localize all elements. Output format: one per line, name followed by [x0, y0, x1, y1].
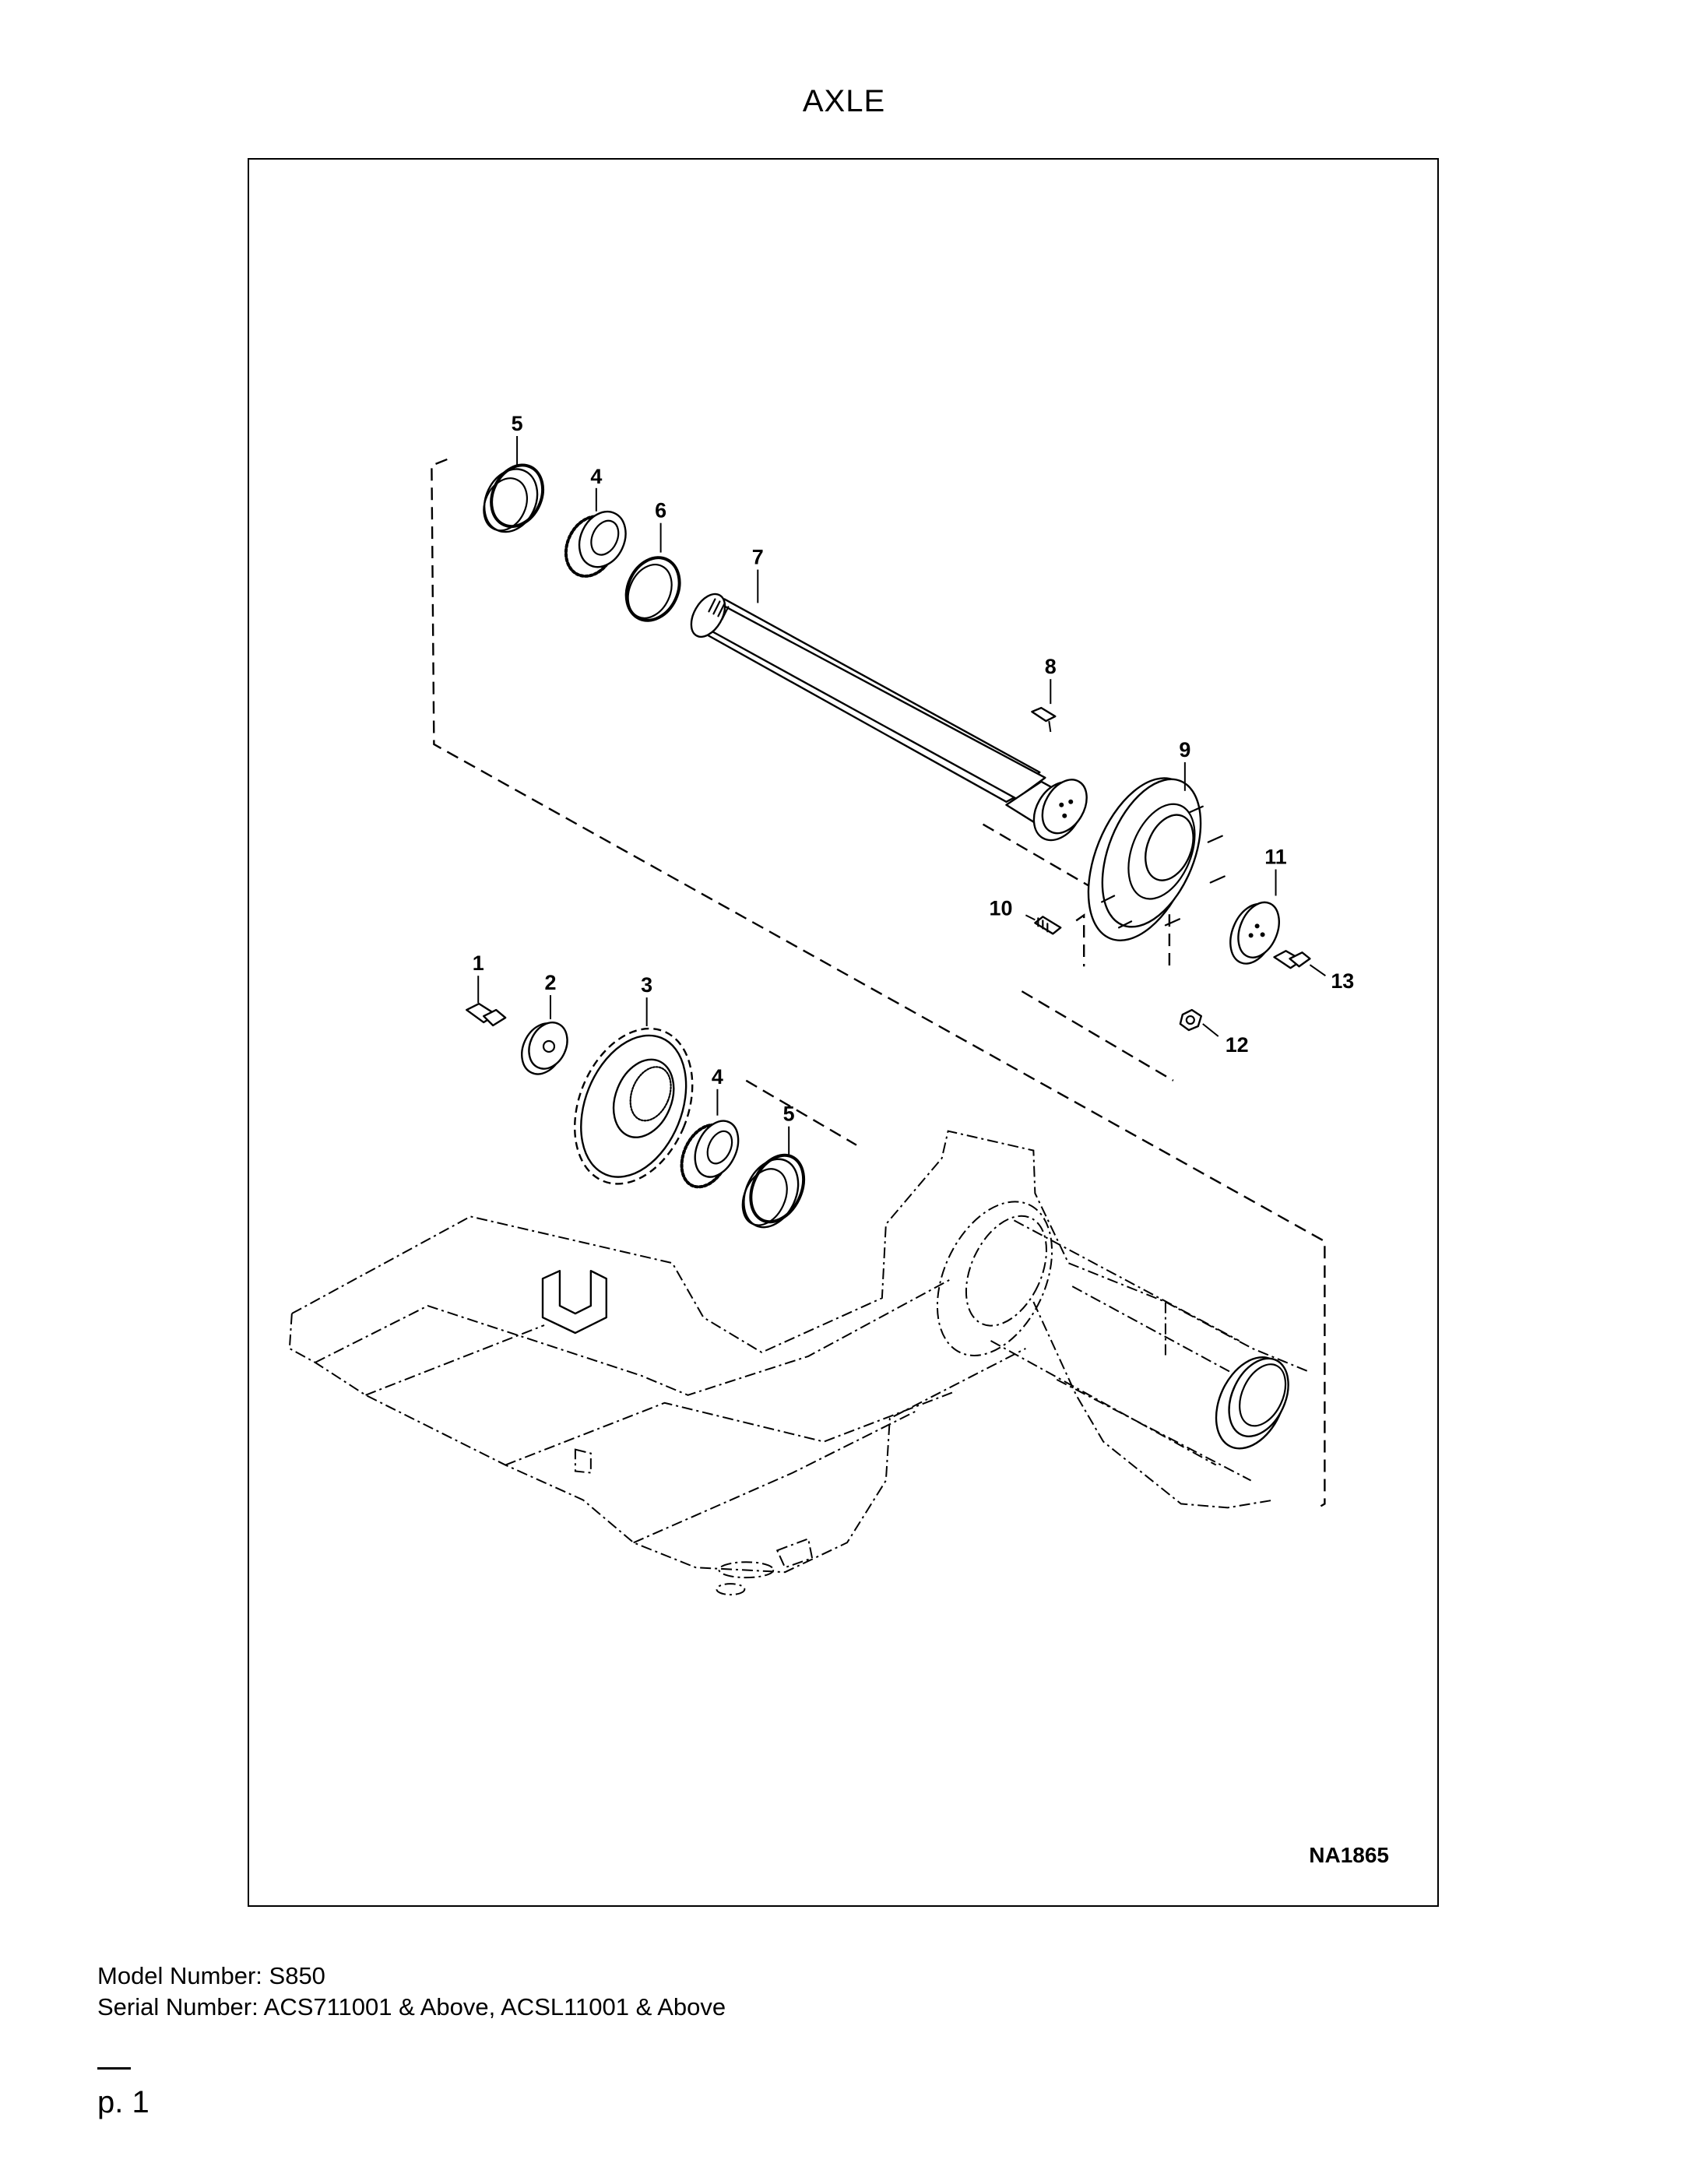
- part-4-bearing-cone-upper: [564, 510, 627, 578]
- callout-6: 6: [655, 499, 666, 522]
- callout-5-upper: 5: [512, 412, 523, 435]
- part-10-wheel-stud: [1025, 914, 1062, 935]
- page-rule: [97, 2067, 131, 2070]
- serial-number: Serial Number: ACS711001 & Above, ACSL11…: [97, 1993, 726, 2020]
- page-title: AXLE: [802, 84, 886, 118]
- callout-4-upper: 4: [590, 465, 602, 488]
- leader-lines: [477, 436, 1326, 1155]
- part-7-axle-shaft: [690, 593, 1088, 842]
- part-8-key: [1031, 706, 1057, 733]
- callout-12: 12: [1226, 1033, 1249, 1057]
- part-13-bolt: [1273, 950, 1311, 969]
- part-9-hub: [1087, 777, 1226, 941]
- part-2-washer: [521, 1022, 568, 1075]
- callout-3: 3: [641, 973, 652, 997]
- axle-exploded-view: 5 4 6 7 8 9 11 10 13 12 1 2 3 4 5: [288, 412, 1354, 1596]
- parts-diagram: 5 4 6 7 8 9 11 10 13 12 1 2 3 4 5 NA1865: [248, 158, 1439, 1907]
- part-12-nut: [1179, 1008, 1202, 1032]
- part-11-cover-plate: [1229, 901, 1280, 965]
- part-5-bearing-cup-lower: [741, 1153, 806, 1229]
- callout-10: 10: [990, 896, 1013, 920]
- callout-8: 8: [1045, 655, 1057, 678]
- part-1-bolt: [466, 1002, 507, 1027]
- callout-9: 9: [1179, 738, 1190, 761]
- figure-code: NA1865: [1309, 1843, 1389, 1867]
- part-3-sprocket: [574, 1027, 694, 1185]
- callout-2: 2: [545, 971, 557, 994]
- chassis-frame: [288, 1130, 1310, 1596]
- callout-11: 11: [1264, 846, 1286, 869]
- part-6-seal-ring: [624, 556, 681, 622]
- model-number: Model Number: S850: [97, 1962, 325, 1989]
- part-5-bearing-cup-upper: [483, 463, 545, 533]
- callout-7: 7: [752, 546, 764, 569]
- callout-13: 13: [1331, 969, 1354, 993]
- part-4-bearing-cone-lower: [680, 1120, 740, 1189]
- callout-5-lower: 5: [783, 1103, 795, 1126]
- callout-4-lower: 4: [712, 1065, 723, 1088]
- page-number: p. 1: [97, 2085, 149, 2119]
- callout-1: 1: [473, 951, 484, 975]
- assembly-lines: [431, 458, 1326, 1507]
